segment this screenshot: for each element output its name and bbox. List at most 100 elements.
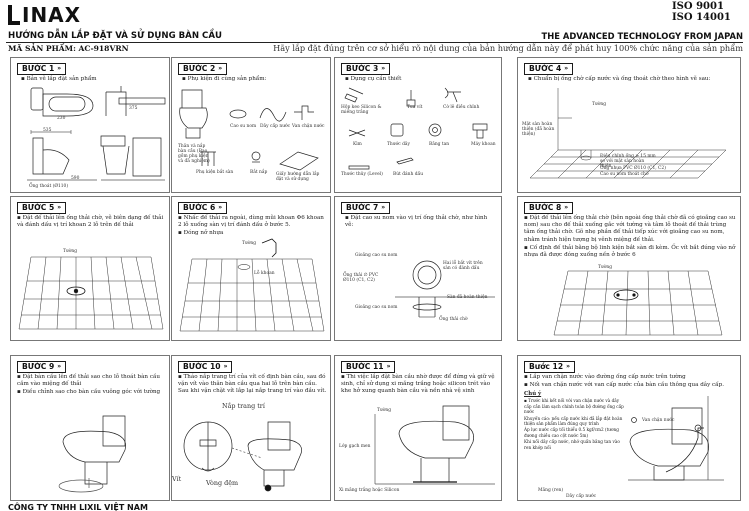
finished-floor-label: Mặt sàn hoàn thiện (đã hoàn thiện) [522,122,555,137]
supply-hose-label: Dây cấp nước [566,494,597,499]
drill-hole-label: Lỗ khoan [254,271,275,276]
step-3-text: ▪ Dụng cụ cần thiết [345,76,402,82]
step-12-notes: Chú ý ▪ Trước khi kết nối với van chặn n… [524,391,624,450]
wall-label: Tường [63,249,78,254]
company-footer: CÔNG TY TNHH LIXIL VIỆT NAM [8,503,148,511]
accessory-gasket: Cao su nom [230,124,257,129]
tool-silicon: Hộp keo Silicon & miếng trắng [341,105,382,115]
step-11-drawing [374,405,495,485]
step-8-text: ▪ Đặt đế thải lên ống thải chờ (bên ngoà… [524,215,736,259]
silicon-label: Xi măng trắng hoặc Silicon [339,488,400,493]
pvc-pipe-label: Ống thải ∅ PVC Ø110 (C1, C2) [343,273,379,283]
gasket-label: Cao su nom thoát chờ [600,172,649,177]
step-9-panel: BƯỚC 9» ▪ Đặt bàn cầu lên đế thải sao ch… [10,355,170,501]
decor-cap-label: Nắp trang trí [222,402,265,410]
step-4-text: ▪ Chuẩn bị ống chờ cấp nước và ống thoát… [528,76,711,82]
step-5-panel: BƯỚC 5» ▪ Đặt đế thải lên ống thải chờ, … [10,196,170,341]
step-4-badge: BƯỚC 4» [524,63,574,75]
document-title-vn: HƯỚNG DẪN LẮP ĐẶT VÀ SỬ DỤNG BÀN CẦU [8,31,222,41]
tool-teflon-tape: Băng tan [429,142,450,147]
tool-wrench: Cờ lê điều chỉnh [443,105,480,110]
dim-label-535: 535 [43,128,52,133]
step-4-drawing [529,88,727,179]
accessory-lid-bolt: Bắt nắp [250,170,268,175]
step-8-badge: BƯỚC 8» [524,202,574,214]
step-12-text: ▪ Lắp van chặn nước vào đường ống cấp nư… [524,374,724,389]
step-11-panel: BƯỚC 11» ▪ Thi việc lắp đặt bàn cầu nhờ … [334,355,502,501]
step-7-badge: BƯỚC 7» [341,202,391,214]
install-advice: Hãy lắp đặt đúng trên cơ sở hiểu rõ nội … [273,43,743,53]
step-2-text: ▪ Phụ kiện đi cùng sản phẩm: [182,76,267,82]
note-label: Chú ý [524,391,542,397]
step-8-drawing [553,270,723,336]
iso-certifications: ISO 9001 ISO 14001 [672,1,731,23]
dim-label-590: 590 [71,176,80,181]
step-7-drawing [395,260,495,318]
inax-logo: INAX [8,3,82,27]
step-2-badge: BƯỚC 2» [178,63,228,75]
step-1-drawing [27,86,166,181]
step-8-panel: BƯỚC 8» ▪ Đặt đế thải lên ống thải chờ (… [517,196,741,341]
tool-marker: Bút đánh dấu [393,172,424,177]
gasket-bottom-label: Gioăng cao su nom [355,305,398,310]
model-number: MÃ SẢN PHẨM: AC-918VRN [8,44,129,53]
screw-label: Vít [172,475,182,483]
step-10-badge: BƯỚC 10» [178,361,233,373]
floor-holes-label: Hai lỗ bắt vít trên sàn có đánh dấu [443,261,483,271]
accessory-manual: Giấy hướng dẫn lắp đặt và sử dụng [276,172,320,182]
step-11-badge: BƯỚC 11» [341,361,396,373]
step-3-drawing [344,87,488,170]
step-9-drawing [58,415,126,493]
step-1-panel: BƯỚC 1» ▪ Bản vẽ lắp đặt sản phẩm 535 23… [10,57,170,193]
step-12-panel: Bước 12» ▪ Lắp van chặn nước vào đường ố… [517,355,741,501]
tool-screwdriver: Tua vít [407,105,423,110]
step-2-panel: BƯỚC 2» ▪ Phụ kiện đi cùng sản phẩm: Thâ… [171,57,331,193]
step-6-text: ▪ Nhấc đế thải ra ngoài, dùng mũi khoan … [178,215,324,237]
step-4-panel: BƯỚC 4» ▪ Chuẩn bị ống chờ cấp nước và ố… [517,57,741,193]
step-7-text: ▪ Đặt cao su nom vào vị trí ống thải chờ… [345,215,488,229]
accessory-body: Thân và nắp bàn cầu (Bao gồm phụ kiện và… [178,144,210,164]
wall-label: Tường [242,241,257,246]
step-12-badge: Bước 12» [524,361,576,373]
tool-level: Thước thủy (Level) [341,172,383,177]
step-10-panel: BƯỚC 10» ▪ Tháo nắp trang trí của vít cố… [171,355,331,501]
iso-9001: ISO 9001 [672,1,724,12]
step-1-text: ▪ Bản vẽ lắp đặt sản phẩm [21,76,97,82]
step-10-text: ▪ Tháo nắp trang trí của vít cố định bàn… [178,374,327,395]
step-1-badge: BƯỚC 1» [17,63,67,75]
step-5-badge: BƯỚC 5» [17,202,67,214]
step-9-badge: BƯỚC 9» [17,361,67,373]
step-10-drawing [183,421,302,492]
header-rule [6,42,743,43]
step-3-badge: BƯỚC 3» [341,63,391,75]
pipe-height-label: Điều chỉnh ống ≥ 15 mm so với mặt sàn ho… [600,154,656,169]
step-11-text: ▪ Thi việc lắp đặt bàn cầu nhờ được để đ… [341,374,495,395]
tile-layer-label: Lớp gạch men [339,444,371,449]
step-6-drawing [179,238,325,332]
step-5-text: ▪ Đặt đế thải lên ống thải chờ, vẽ biên … [17,215,164,229]
thread-label: Măng (ren) [538,488,564,493]
step-9-text: ▪ Đặt bàn cầu lên đế thải sao cho lỗ tho… [17,374,161,396]
step-7-panel: BƯỚC 7» ▪ Đặt cao su nom vào vị trí ống … [334,196,502,341]
iso-14001: ISO 14001 [672,12,731,23]
dim-label-230: 230 [57,116,66,121]
step-6-panel: BƯỚC 6» ▪ Nhấc đế thải ra ngoài, dùng mũ… [171,196,331,341]
logo-word: INAX [22,3,82,27]
finished-floor-label: Sàn đã hoàn thiện [447,295,488,300]
washer-label: Vòng đệm [206,479,239,487]
step-2-drawing [179,89,319,171]
tool-tape-measure: Thước dây [387,142,410,147]
tool-drill: Máy khoan [471,142,496,147]
accessory-valve: Van chặn nước [292,124,325,129]
accessory-hose: Dây cấp nước [260,124,291,129]
logo-mark [8,5,20,25]
accessory-floor-kit: Phụ kiện bắt sàn [196,170,234,175]
wall-label: Tường [592,102,607,107]
wall-label: Tường [377,408,392,413]
step-6-badge: BƯỚC 6» [178,202,228,214]
step-3-panel: BƯỚC 3» ▪ Dụng cụ cần thiết Hộp keo Sili… [334,57,502,193]
wall-label: Tường [598,265,613,270]
step-12-drawing [628,396,724,481]
document-title-en: THE ADVANCED TECHNOLOGY FROM JAPAN [541,31,743,41]
dim-label-375: 375 [129,106,138,111]
